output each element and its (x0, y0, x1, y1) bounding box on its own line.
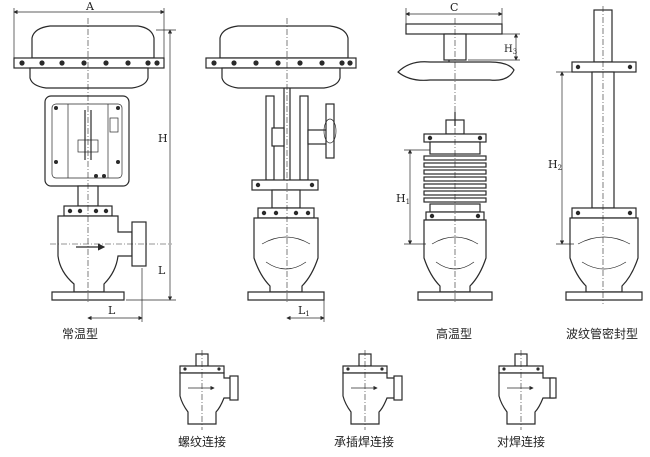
dim-label-h1: H1 (396, 192, 410, 206)
dim-label-l-vertical: L (158, 264, 166, 277)
dim-label-h: H (158, 132, 168, 145)
view-high-temp: C H3 (396, 1, 520, 341)
caption-normal-temp: 常温型 (62, 327, 98, 341)
dim-label-c: C (450, 1, 458, 14)
dim-label-h2: H2 (548, 158, 562, 172)
dim-label-h3: H3 (504, 44, 517, 56)
caption-threaded: 螺纹连接 (178, 434, 226, 449)
view-butt-weld: 对焊连接 (497, 350, 557, 449)
caption-butt-weld: 对焊连接 (497, 434, 545, 449)
dim-label-l1: L1 (298, 304, 310, 318)
view-threaded: 螺纹连接 (178, 350, 239, 449)
view-socket-weld: 承插焊连接 (334, 350, 403, 449)
dim-label-l-horizontal: L (108, 304, 116, 317)
caption-bellows-seal: 波纹管密封型 (566, 326, 638, 341)
view-normal-temp-side: L1 (205, 18, 357, 322)
caption-socket-weld: 承插焊连接 (334, 434, 394, 449)
dim-label-a: A (85, 0, 95, 13)
view-bellows-seal: H2 波纹管密封型 (548, 6, 643, 341)
view-normal-temp-front: A (13, 0, 176, 341)
caption-high-temp: 高温型 (436, 326, 472, 341)
